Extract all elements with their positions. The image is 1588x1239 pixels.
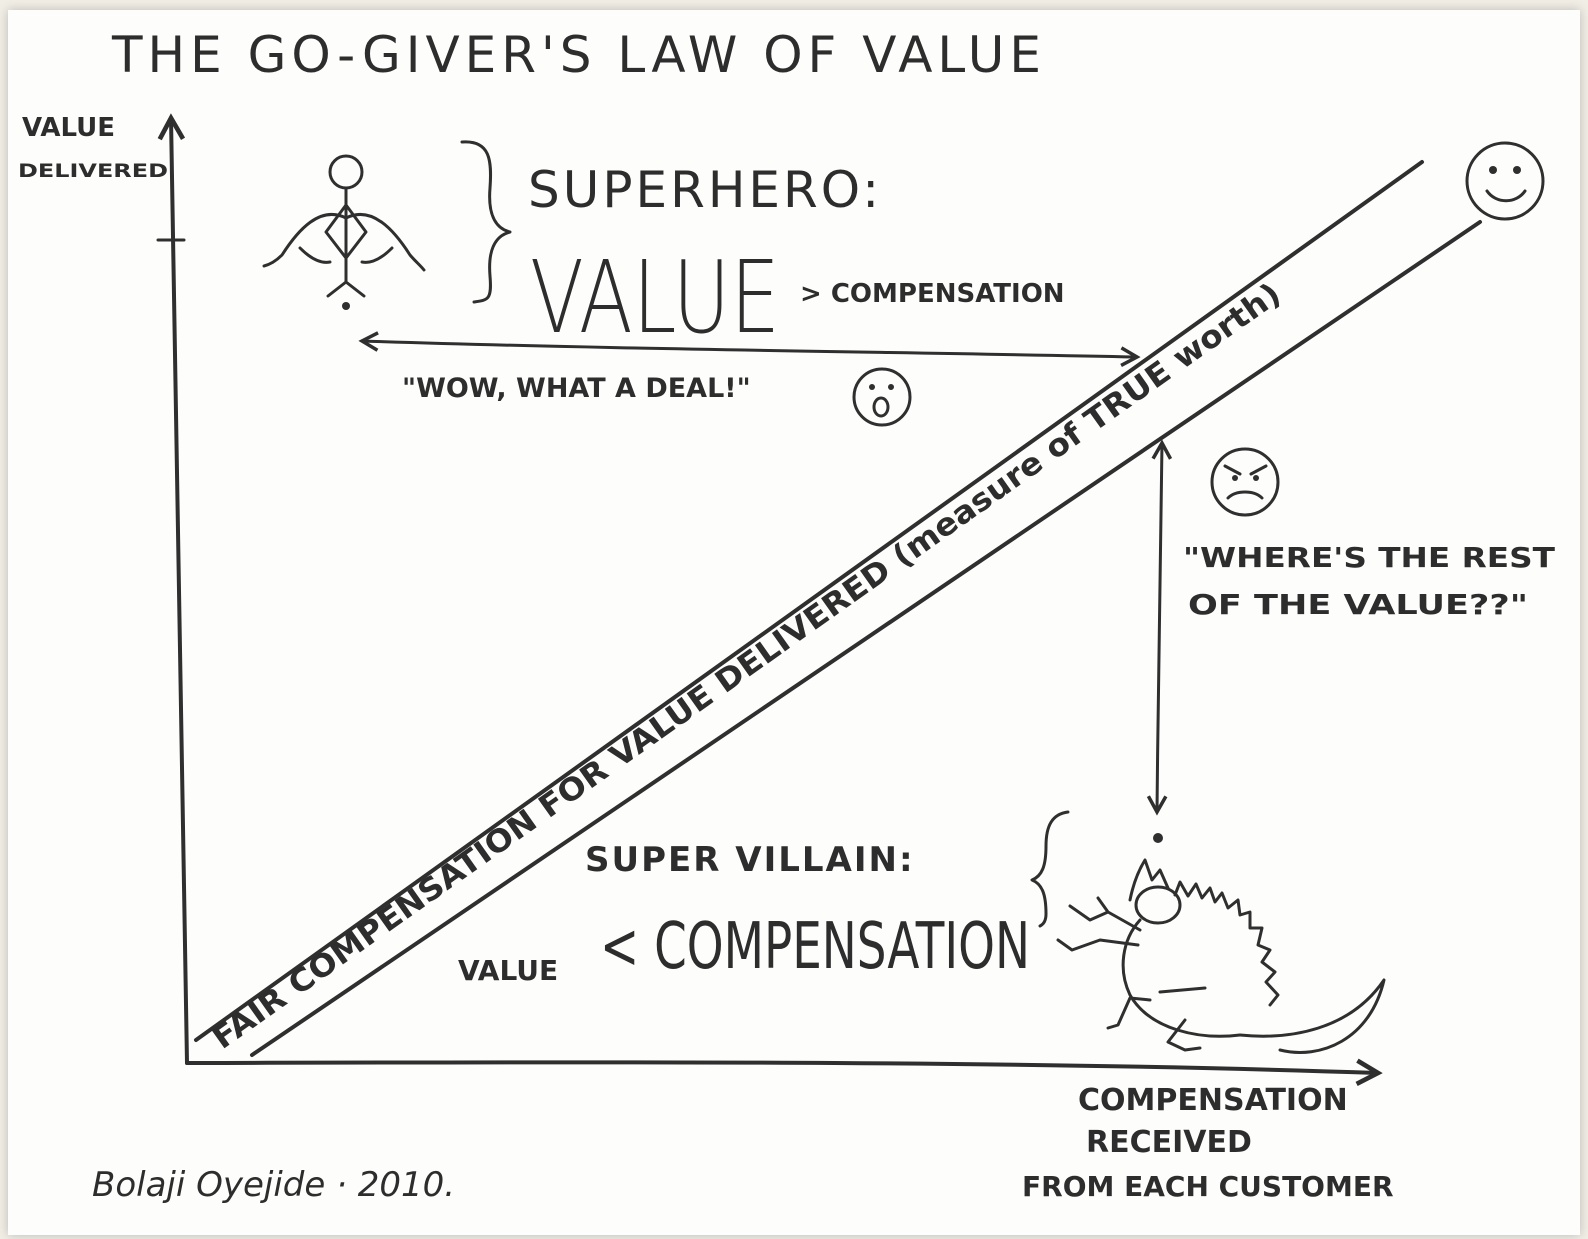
surprised-face-icon xyxy=(852,367,912,427)
x-axis-line xyxy=(185,1062,1378,1073)
x-axis-label-received: RECEIVED xyxy=(1086,1125,1252,1160)
superhero-quote: "WOW, WHAT A DEAL!" xyxy=(402,373,751,404)
x-axis-label-compensation: COMPENSATION xyxy=(1078,1083,1348,1118)
superhero-figure-icon xyxy=(262,154,426,310)
y-axis-label-value: VALUE xyxy=(22,113,115,143)
supervillain-comparison: < COMPENSATION xyxy=(600,910,1030,984)
supervillain-quote-line-1: "WHERE'S THE REST xyxy=(1183,541,1555,574)
supervillain-value-word: VALUE xyxy=(458,954,558,987)
supervillain-monster-icon xyxy=(1056,833,1386,1054)
y-axis-line xyxy=(171,118,189,1065)
diagonal-band-upper-line xyxy=(194,160,1424,1042)
diagonal-band-lower-line xyxy=(250,220,1482,1057)
angry-face-icon xyxy=(1210,447,1280,517)
superhero-comparison: > COMPENSATION xyxy=(800,279,1065,309)
superhero-gap-arrow xyxy=(362,341,1137,357)
diagram-title: THE GO-GIVER'S LAW OF VALUE xyxy=(111,26,1046,84)
supervillain-quote-line-2: OF THE VALUE??" xyxy=(1188,588,1528,621)
x-axis-label-from-each-customer: FROM EACH CUSTOMER xyxy=(1022,1170,1394,1203)
paper-sheet xyxy=(8,10,1580,1235)
superhero-heading: SUPERHERO: xyxy=(528,161,882,219)
superhero-brace xyxy=(460,140,512,304)
supervillain-brace xyxy=(1030,810,1070,928)
y-axis-label-delivered: DELIVERED xyxy=(18,160,168,182)
supervillain-heading: SUPER VILLAIN: xyxy=(585,840,915,880)
happy-face-icon xyxy=(1465,141,1545,221)
superhero-value-word: VALUE xyxy=(530,239,780,356)
supervillain-gap-arrow xyxy=(1157,443,1162,812)
signature: Bolaji Oyejide · 2010. xyxy=(92,1165,455,1205)
